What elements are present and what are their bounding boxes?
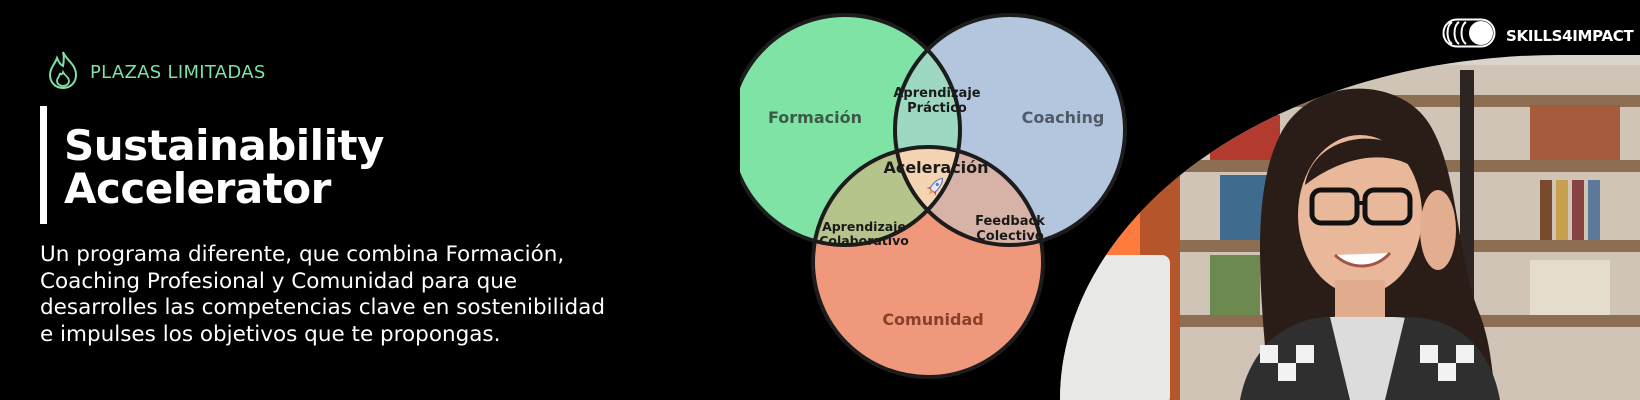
brand-name: SKILLS4IMPACT bbox=[1506, 26, 1634, 45]
label-feedback-colectivo-2: Colectivo bbox=[976, 229, 1044, 244]
intersection-left bbox=[813, 147, 960, 245]
description-line-2: Coaching Profesional y Comunidad para qu… bbox=[40, 268, 518, 294]
title-line-1: Sustainability bbox=[64, 121, 384, 170]
label-aprendizaje-practico-1: Aprendizaje bbox=[893, 86, 980, 101]
label-comunidad: Comunidad bbox=[882, 310, 983, 329]
title-block: Sustainability Accelerator bbox=[40, 106, 384, 224]
hero-photo bbox=[1060, 55, 1640, 400]
brand: SKILLS4IMPACT bbox=[1442, 18, 1634, 53]
label-aprendizaje-colaborativo-1: Aprendizaje bbox=[822, 219, 906, 234]
label-aceleracion: Aceleración bbox=[883, 158, 988, 177]
label-aprendizaje-practico-2: Práctico bbox=[907, 101, 967, 116]
brand-logo-icon bbox=[1442, 18, 1496, 53]
badge-label: PLAZAS LIMITADAS bbox=[90, 62, 266, 83]
title-line-2: Accelerator bbox=[64, 164, 331, 213]
venn-diagram: Formación Coaching Comunidad Aprendizaje… bbox=[740, 13, 1127, 379]
photo-woman-laptop bbox=[1060, 55, 1640, 400]
program-description: Un programa diferente, que combina Forma… bbox=[40, 242, 720, 348]
description-line-4: e impulses los objetivos que te proponga… bbox=[40, 321, 501, 347]
description-line-1: Un programa diferente, que combina Forma… bbox=[40, 242, 565, 267]
intersection-right bbox=[895, 147, 1043, 245]
label-formacion: Formación bbox=[768, 108, 862, 127]
label-feedback-colectivo-1: Feedback bbox=[975, 214, 1045, 229]
page-title: Sustainability Accelerator bbox=[64, 124, 384, 210]
circle-outline-formacion bbox=[740, 13, 962, 247]
circle-outline-comunidad bbox=[811, 145, 1045, 379]
circle-outline-coaching bbox=[893, 13, 1127, 247]
label-aprendizaje-colaborativo-2: Colaborativo bbox=[819, 233, 909, 248]
label-coaching: Coaching bbox=[1022, 108, 1105, 127]
rocket-icon bbox=[926, 177, 943, 196]
flame-icon bbox=[46, 50, 80, 95]
description-line-3: desarrolles las competencias clave en so… bbox=[40, 295, 606, 320]
limited-seats-badge: PLAZAS LIMITADAS bbox=[46, 50, 266, 95]
